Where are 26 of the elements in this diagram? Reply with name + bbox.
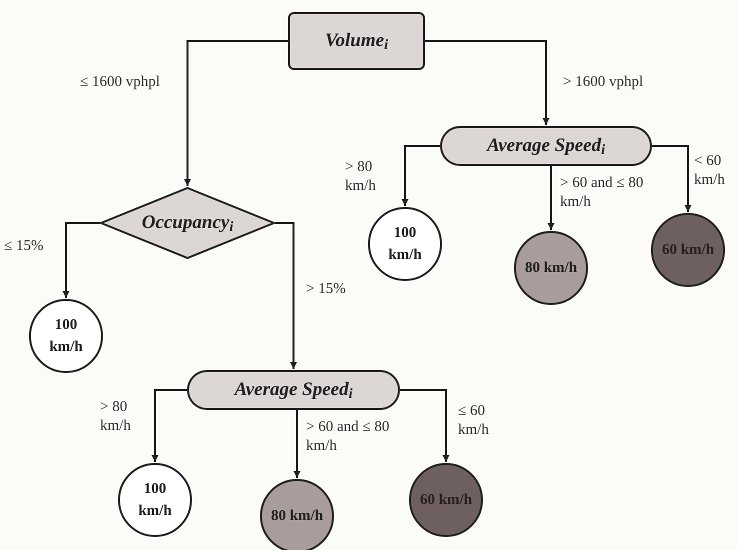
node-text: 100 km/h	[48, 316, 84, 357]
arrow	[652, 145, 692, 212]
node-text: 80 km/h	[270, 507, 324, 526]
node-text: 100 km/h	[137, 480, 173, 521]
arrow	[425, 40, 550, 125]
node-text: 60 km/h	[660, 241, 716, 260]
node-text: 80 km/h	[524, 259, 578, 278]
node-text: Average Speed$_{i}$	[486, 134, 606, 160]
node-text: Occupancy$_{i}$	[142, 210, 234, 238]
arrow	[400, 389, 450, 462]
arrow	[62, 222, 100, 298]
arrow	[402, 145, 440, 206]
node-text: 60 km/h	[418, 491, 474, 510]
process-box	[288, 12, 425, 70]
edge-label: ≤ 1600 vphpl	[80, 73, 160, 92]
node-text: 100 km/h	[387, 224, 423, 265]
arrow	[152, 389, 187, 462]
arrow	[184, 40, 288, 186]
node-text: Volume$_{i}$	[324, 28, 388, 56]
edge-label: > 1600 vphpl	[563, 73, 644, 92]
node-text: Average Speed$_{i}$	[234, 378, 353, 404]
arrow	[548, 166, 554, 230]
decision-pill	[187, 370, 400, 410]
arrow	[275, 222, 297, 369]
arrow	[294, 410, 300, 478]
decision-pill	[440, 126, 652, 166]
